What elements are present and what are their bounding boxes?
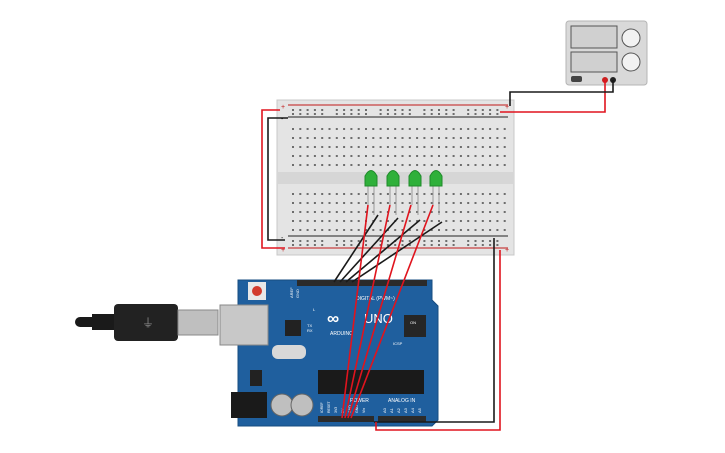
arduino-logo-icon: ∞ xyxy=(327,309,339,328)
supply-display-current xyxy=(570,51,618,73)
gnd-label: GND xyxy=(295,289,300,298)
current-knob[interactable] xyxy=(621,52,641,72)
led-l-label: L xyxy=(313,307,316,312)
voltage-knob[interactable] xyxy=(621,28,641,48)
usb-cable[interactable]: ⏚ xyxy=(75,304,219,341)
arduino-board[interactable]: ∞ ARDUINO UNO DIGITAL (PWM~) POWER ANALO… xyxy=(219,279,439,427)
analog-pin-label: A0 xyxy=(382,407,387,413)
arduino-model: UNO xyxy=(364,311,393,326)
wire-supply-minus[interactable] xyxy=(509,80,614,106)
led-3[interactable] xyxy=(408,170,422,216)
capacitor-1 xyxy=(270,393,294,417)
arduino-brand: ARDUINO xyxy=(330,331,353,337)
analog-pin-label: A5 xyxy=(417,407,422,413)
usb-port xyxy=(219,304,269,346)
wire-led1-gnd[interactable] xyxy=(333,214,379,283)
usb-plug-metal xyxy=(177,309,219,336)
rail-minus-label-bottom: - xyxy=(281,235,284,242)
power-pin-label: Vin xyxy=(362,408,366,413)
rail-plus-label-right-bottom: + xyxy=(505,247,509,254)
power-pin-label: GND xyxy=(355,405,359,413)
analog-header[interactable] xyxy=(378,416,426,422)
icsp-label: ICSP xyxy=(393,341,403,346)
crystal xyxy=(272,345,306,359)
power-label: POWER xyxy=(350,398,369,404)
wire-5v-to-arduino[interactable] xyxy=(375,250,501,431)
analog-pin-label: A3 xyxy=(403,407,408,413)
atmega-chip xyxy=(318,370,424,394)
digital-label: DIGITAL (PWM~) xyxy=(356,296,395,302)
wire-led3-gnd[interactable] xyxy=(345,219,421,283)
supply-switch[interactable] xyxy=(571,76,582,82)
rail-plus-label: + xyxy=(281,104,285,111)
analog-pin-label: A2 xyxy=(396,407,401,413)
power-pin-label: 3V3 xyxy=(334,407,338,413)
led-group xyxy=(364,170,443,216)
supply-display-voltage xyxy=(570,25,618,49)
wire-led2-gnd[interactable] xyxy=(339,217,399,283)
aref-label: AREF xyxy=(289,287,294,298)
wires[interactable] xyxy=(261,80,614,431)
rail-plus-label-bottom: + xyxy=(281,247,285,254)
analog-pin-label: A1 xyxy=(389,407,394,413)
usb-plug-body xyxy=(114,304,178,341)
capacitor-2 xyxy=(290,393,314,417)
wire-gnd-to-arduino[interactable] xyxy=(374,238,495,423)
wire-led4-signal[interactable] xyxy=(350,204,434,419)
wire-led2-signal[interactable] xyxy=(344,204,391,419)
rail-plus-label-right: + xyxy=(505,104,509,111)
power-pin-label: IOREF xyxy=(320,402,324,413)
regulator xyxy=(250,370,262,386)
rail-minus-label: - xyxy=(281,116,284,123)
led-1[interactable] xyxy=(364,170,378,216)
led-rx-label: RX xyxy=(307,328,313,333)
led-2[interactable] xyxy=(386,170,400,216)
led-4[interactable] xyxy=(429,170,443,216)
on-label: ON xyxy=(410,320,416,325)
breadboard-holes xyxy=(292,109,506,246)
digital-header[interactable] xyxy=(297,280,427,286)
power-header[interactable] xyxy=(318,416,374,422)
analog-label: ANALOG IN xyxy=(388,398,416,404)
wire-led1-signal[interactable] xyxy=(341,204,369,419)
power-supply[interactable] xyxy=(565,20,648,86)
analog-pin-label: A4 xyxy=(410,407,415,413)
icsp-header xyxy=(404,315,426,337)
wire-led3-signal[interactable] xyxy=(347,204,412,419)
wire-left-minus-rail[interactable] xyxy=(267,117,288,241)
usb-chip xyxy=(285,320,301,336)
power-jack xyxy=(231,392,267,418)
power-pin-label: RESET xyxy=(327,400,331,413)
led-tx-label: TX xyxy=(307,323,312,328)
usb-icon: ⏚ xyxy=(142,316,154,330)
wire-left-plus-rail[interactable] xyxy=(261,109,285,249)
reset-button-cap[interactable] xyxy=(252,286,262,296)
wire-supply-plus[interactable] xyxy=(500,80,606,113)
